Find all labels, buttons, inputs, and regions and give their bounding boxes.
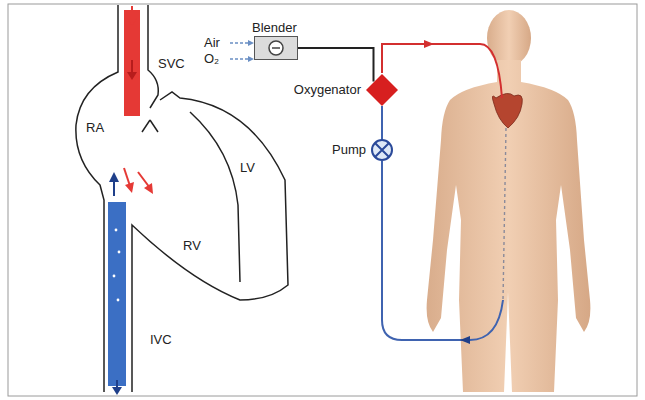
flow-arrow <box>424 40 434 48</box>
node-label: Blender <box>252 20 297 36</box>
drainage-tube <box>382 161 503 340</box>
flow-arrow <box>460 336 470 344</box>
anatomy-label: IVC <box>150 332 172 348</box>
cannula-path <box>503 128 506 300</box>
ventricle-wall <box>132 92 288 392</box>
circuit-line <box>381 106 383 140</box>
oxygenator-shape <box>365 73 399 107</box>
gas-label: O₂ <box>204 51 219 67</box>
tricuspid-valve <box>142 120 158 132</box>
gas-arrows <box>230 43 250 59</box>
circuit-line <box>298 48 374 82</box>
anatomy-label: RA <box>86 120 104 136</box>
atrial-wall <box>76 5 118 392</box>
oxygenator-diamond: Oxygenator <box>294 73 399 107</box>
heart-schematic <box>76 5 288 392</box>
anatomy-label: RV <box>183 238 201 254</box>
blender-box <box>254 36 298 60</box>
gas-label: Air <box>204 35 220 51</box>
frame <box>8 4 637 396</box>
blender-unit: Blender <box>252 20 298 60</box>
svc-wall <box>148 5 158 108</box>
pump-circle: Pump <box>332 138 394 162</box>
anatomy-label: LV <box>240 160 255 176</box>
heart-icon <box>492 93 522 128</box>
node-label: Pump <box>332 142 366 158</box>
return-tube <box>382 44 502 98</box>
ivc-cannula <box>108 202 126 386</box>
septum <box>190 112 240 282</box>
gas-arrowheads <box>248 40 254 62</box>
pump-shape <box>370 138 394 162</box>
svc-cannula <box>124 10 140 116</box>
anatomy-label: SVC <box>158 56 185 72</box>
node-label: Oxygenator <box>294 82 361 98</box>
human-figure <box>427 10 591 392</box>
flow-arrows <box>109 6 153 395</box>
